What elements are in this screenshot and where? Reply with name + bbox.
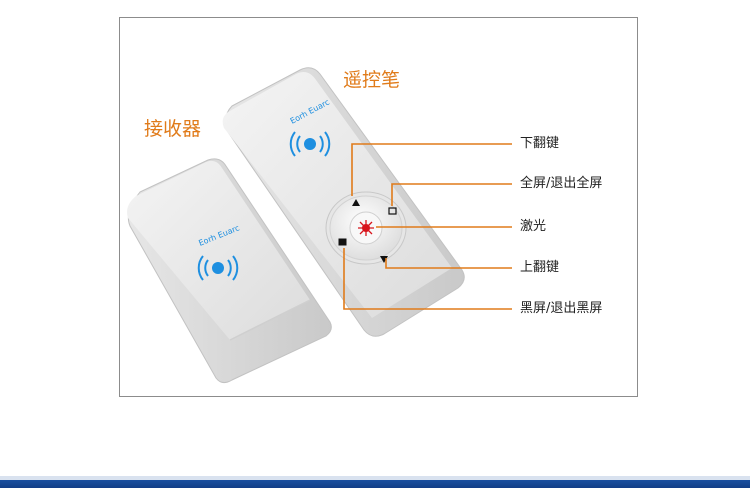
callout-page-up: 上翻键 <box>520 260 560 275</box>
callout-blackscreen: 黑屏/退出黑屏 <box>520 301 603 316</box>
remote-label: 遥控笔 <box>343 69 401 91</box>
callout-line-fullscreen <box>391 183 512 206</box>
bottom-divider <box>0 476 750 480</box>
remote-device: Eorh Euarc <box>222 67 465 337</box>
laser-icon <box>358 220 374 236</box>
remote-logo <box>289 131 331 157</box>
callout-line-page-down <box>351 143 512 196</box>
receiver-label: 接收器 <box>144 118 202 140</box>
callout-fullscreen: 全屏/退出全屏 <box>520 176 603 191</box>
receiver-device: Eorh Euarc <box>127 158 332 384</box>
callout-lines <box>343 143 512 310</box>
receiver-logo <box>197 255 239 281</box>
bottom-bar <box>0 480 750 488</box>
fullscreen-icon <box>388 207 397 215</box>
callout-line-blackscreen <box>343 248 512 310</box>
button-pad <box>325 191 407 265</box>
callout-line-page-up <box>385 258 512 269</box>
callout-page-down: 下翻键 <box>520 136 560 151</box>
page-up-arrow-icon <box>380 256 388 263</box>
callout-laser: 激光 <box>520 219 547 234</box>
page-down-arrow-icon <box>352 199 360 206</box>
blackscreen-icon <box>338 238 347 246</box>
